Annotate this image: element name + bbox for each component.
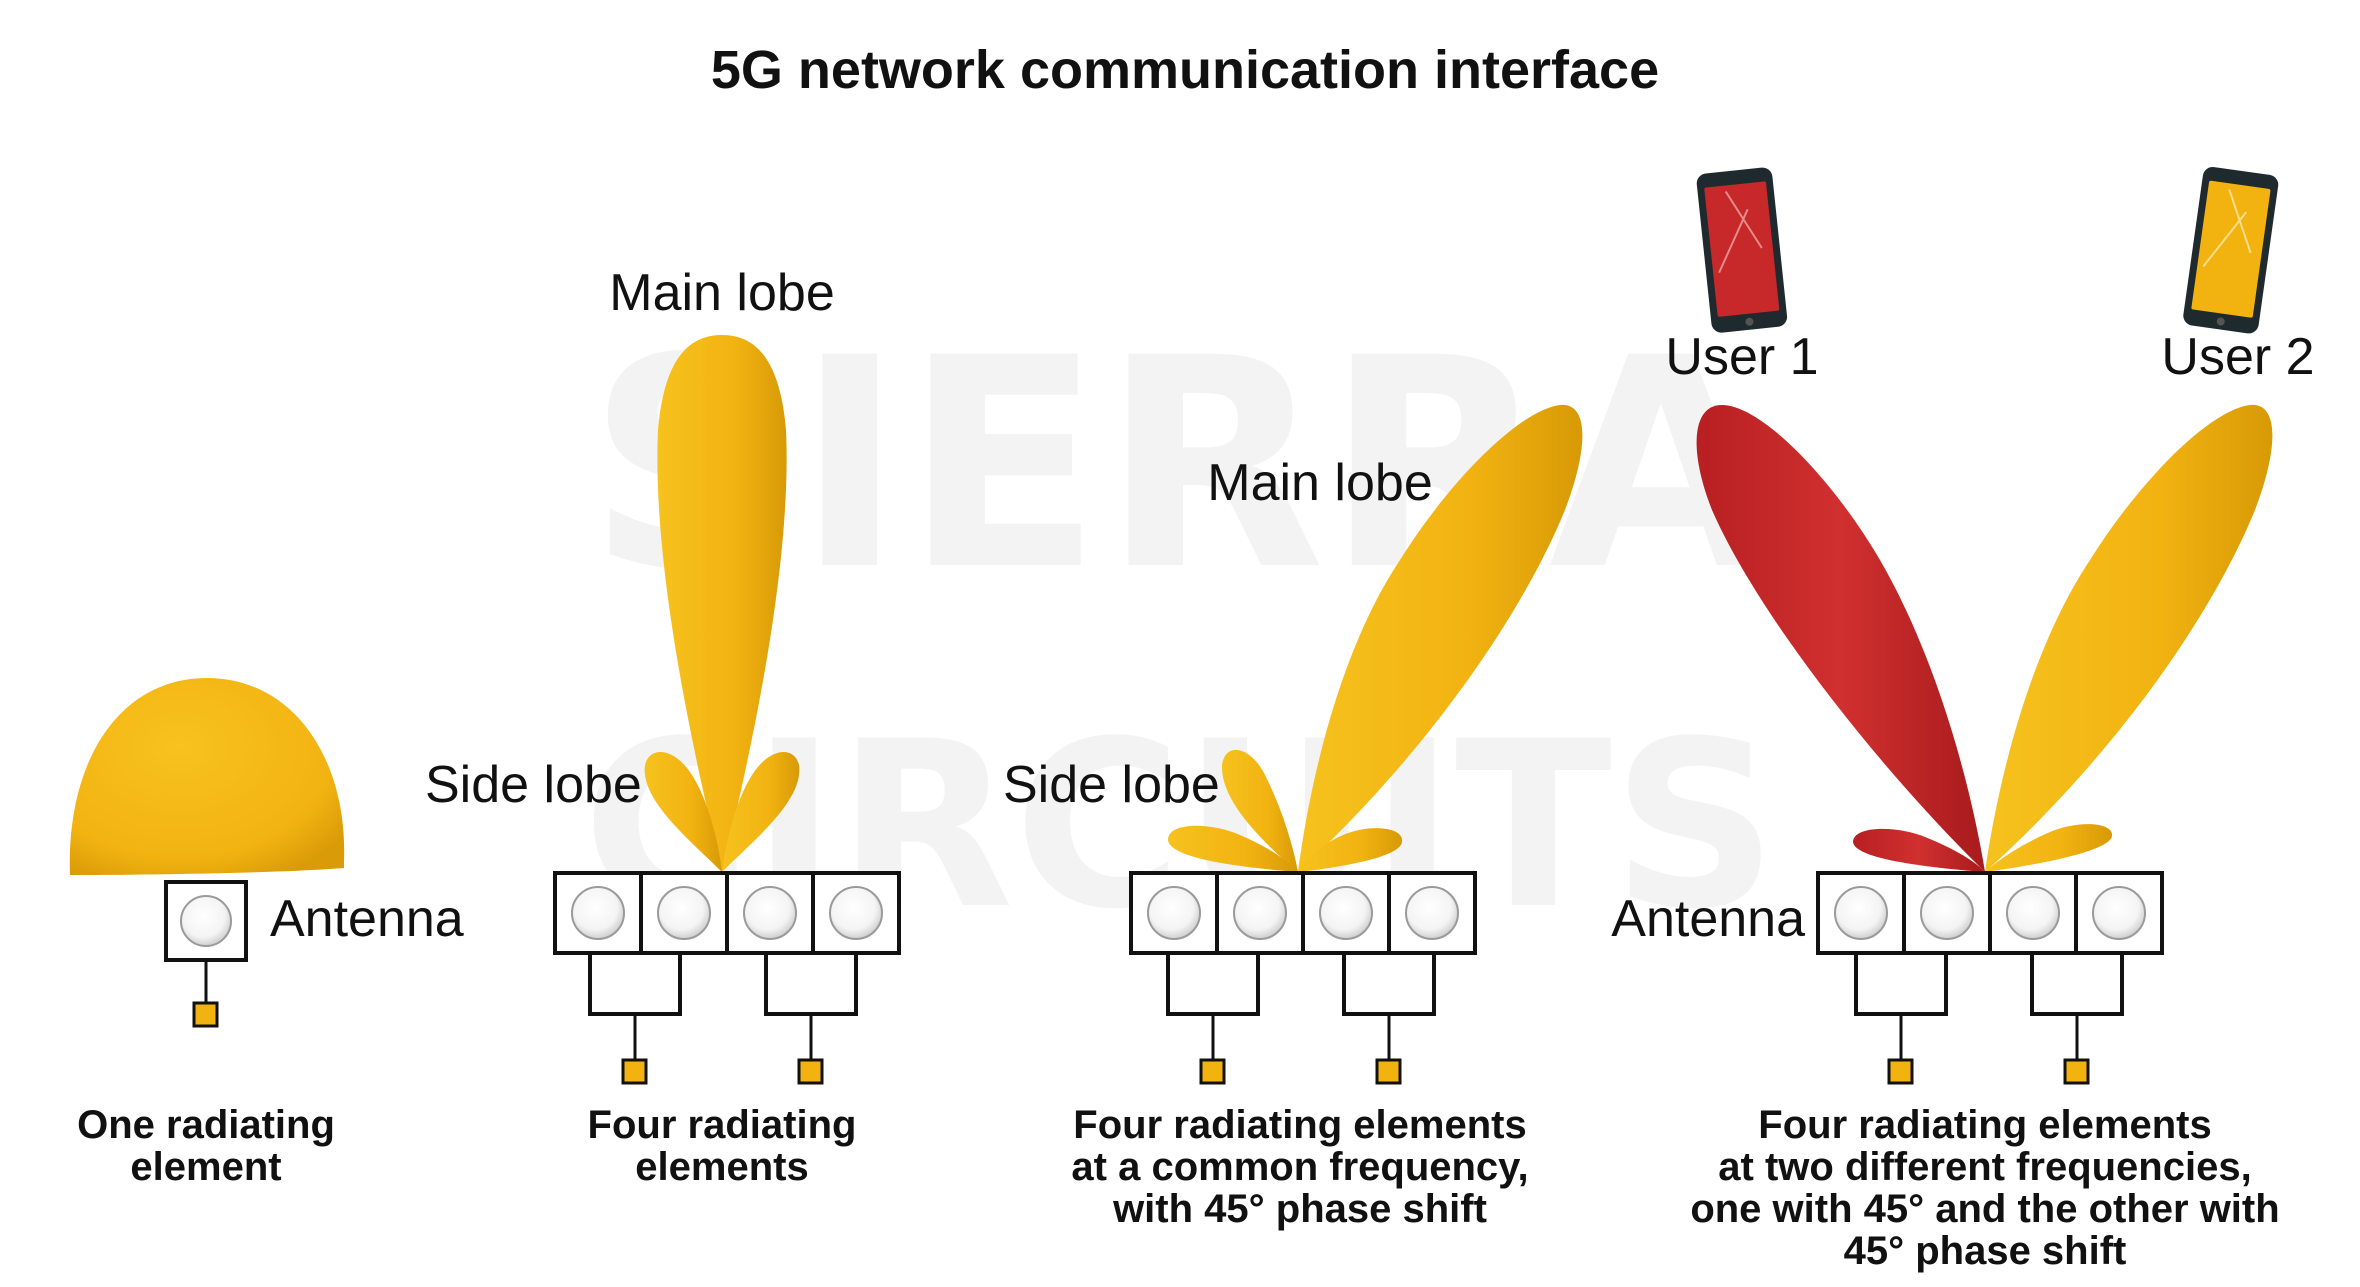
user-2-label: User 2 xyxy=(2161,328,2314,386)
radiating-element xyxy=(1920,886,1974,940)
side-lobe-yellow xyxy=(1985,824,2113,872)
feed-point xyxy=(621,1058,648,1085)
feed-point xyxy=(1375,1058,1402,1085)
caption-line: One radiating xyxy=(77,1103,335,1147)
feed-network xyxy=(588,953,858,1016)
main-lobe-label: Main lobe xyxy=(609,264,834,322)
side-lobe-label: Side lobe xyxy=(1003,756,1220,814)
side-lobe-label: Side lobe xyxy=(425,756,642,814)
caption-line: elements xyxy=(635,1145,808,1189)
feed-network xyxy=(1854,953,2124,1016)
user-1-label: User 1 xyxy=(1665,328,1818,386)
side-lobe-left xyxy=(644,752,722,872)
radiating-element xyxy=(1147,886,1201,940)
radiating-element xyxy=(571,886,625,940)
main-lobe-label: Main lobe xyxy=(1207,454,1432,512)
feed-point xyxy=(1887,1058,1914,1085)
radiating-element xyxy=(1233,886,1287,940)
antenna-array xyxy=(1816,871,2164,955)
radiating-element xyxy=(1405,886,1459,940)
caption-line: Four radiating elements xyxy=(1073,1103,1526,1147)
radiating-element xyxy=(2006,886,2060,940)
panel-four-elements: Main lobe Side lobe Four radiating eleme… xyxy=(425,264,901,1189)
caption-line: at a common frequency, xyxy=(1071,1145,1528,1189)
caption-line: Four radiating elements xyxy=(1758,1103,2211,1147)
panel-multi-user: User 1 User 2 Antenna Four radiating ele… xyxy=(1611,166,2315,1273)
radiating-element xyxy=(180,895,232,947)
radiating-element xyxy=(1834,886,1888,940)
antenna-array xyxy=(553,871,901,955)
antenna-array xyxy=(1129,871,1477,955)
caption-line: element xyxy=(130,1145,281,1189)
main-lobe-user-2 xyxy=(1985,404,2273,872)
panel-phased-array: Main lobe Side lobe Four radiating eleme… xyxy=(1003,404,1583,1231)
smartphone-yellow-icon xyxy=(2183,166,2279,334)
caption-line: 45° phase shift xyxy=(1844,1229,2127,1273)
side-lobe-right xyxy=(1298,828,1403,872)
feed-network xyxy=(1166,953,1436,1016)
omni-radiation-pattern xyxy=(69,678,345,875)
radiating-element xyxy=(743,886,797,940)
radiating-element xyxy=(657,886,711,940)
caption-line: Four radiating xyxy=(588,1103,857,1147)
feed-point xyxy=(1199,1058,1226,1085)
panel-single-element: Antenna One radiating element xyxy=(69,678,464,1189)
main-lobe-user-1 xyxy=(1696,405,1985,872)
feed-point xyxy=(192,1001,219,1028)
side-lobe-left xyxy=(1168,825,1298,872)
page-title: 5G network communication interface xyxy=(711,40,1659,100)
antenna-label: Antenna xyxy=(1611,890,1805,948)
feed-point xyxy=(2063,1058,2090,1085)
radiating-element xyxy=(829,886,883,940)
caption-line: with 45° phase shift xyxy=(1112,1187,1487,1231)
side-lobe-red xyxy=(1853,828,1985,872)
side-lobe-right xyxy=(722,752,800,872)
radiating-element xyxy=(1319,886,1373,940)
feed-point xyxy=(797,1058,824,1085)
radiating-element xyxy=(2092,886,2146,940)
caption-line: at two different frequencies, xyxy=(1718,1145,2251,1189)
side-lobe-upper xyxy=(1221,749,1298,872)
main-lobe xyxy=(657,335,787,872)
smartphone-red-icon xyxy=(1696,167,1788,333)
main-lobe-steered xyxy=(1298,404,1583,872)
caption-line: one with 45° and the other with xyxy=(1690,1187,2279,1231)
antenna-label: Antenna xyxy=(270,890,464,948)
